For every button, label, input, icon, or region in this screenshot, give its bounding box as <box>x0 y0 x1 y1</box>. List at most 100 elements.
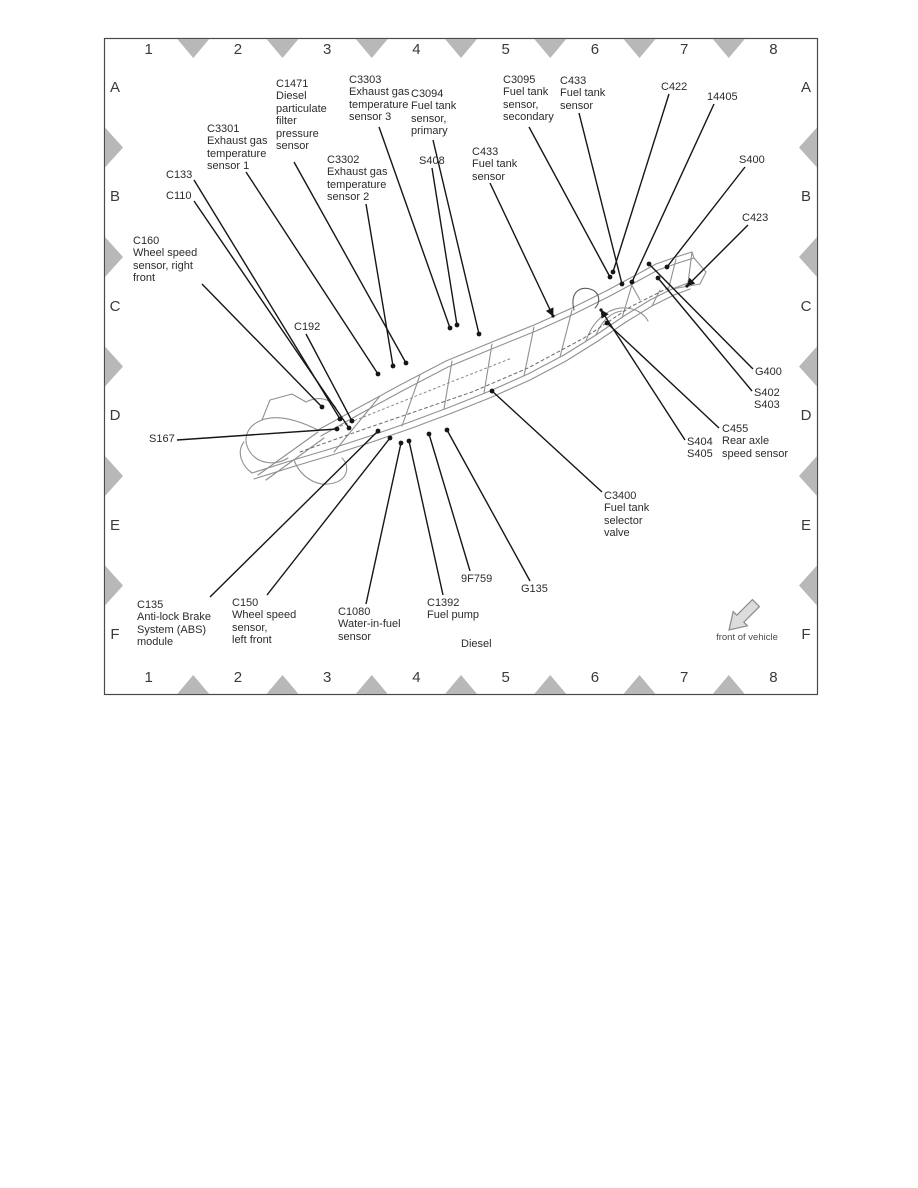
connector-point-C3301 <box>375 371 381 377</box>
grid-marker-bottom <box>355 675 388 694</box>
front-suspension-detail <box>293 457 348 485</box>
diagram-border <box>103 37 819 696</box>
fuel-hose-loop <box>572 287 600 311</box>
truck-frame-illustration <box>239 251 707 485</box>
connector-point-9F759 <box>426 431 432 437</box>
frame-far-rail-inner <box>320 257 695 437</box>
grid-row-label-right-E: E <box>800 516 811 534</box>
leader-line-C433-mid <box>489 182 554 317</box>
callout-C3094: C3094 Fuel tank sensor, primary <box>411 88 457 138</box>
connector-point-C3094 <box>476 331 482 337</box>
grid-marker-bottom <box>445 675 477 694</box>
connector-point-C455 <box>604 320 610 326</box>
leader-line-C422 <box>612 93 670 273</box>
grid-marker-bottom <box>712 675 745 694</box>
grid-column-label-top-2: 2 <box>233 41 243 58</box>
connector-point-C1080 <box>398 440 404 446</box>
leader-line-C160 <box>201 283 323 408</box>
grid-row-label-left-D: D <box>109 407 121 425</box>
grid-column-label-bottom-4: 4 <box>412 669 421 686</box>
grid-row-label-left-E: E <box>109 516 120 534</box>
grid-column-label-bottom-1: 1 <box>144 669 153 686</box>
callout-C133: C133 <box>166 169 193 181</box>
frame-near-rail-inner <box>253 288 691 480</box>
front-end-detail <box>245 417 319 464</box>
leader-line-C1392 <box>408 440 444 596</box>
connector-point-G135 <box>444 427 450 433</box>
callout-14405: 14405 <box>707 91 738 103</box>
leader-line-C455 <box>606 322 720 429</box>
rear-spring-detail <box>629 281 661 307</box>
rear-axle-kickup <box>585 307 649 342</box>
grid-marker-left <box>105 565 123 606</box>
grid-column-label-bottom-3: 3 <box>322 669 332 686</box>
front-end-detail <box>239 441 253 474</box>
variant-note: Diesel <box>461 638 492 650</box>
connector-point-C150 <box>387 435 393 441</box>
grid-column-label-top-3: 3 <box>322 41 332 58</box>
connector-point-C1392 <box>406 438 412 444</box>
grid-column-label-bottom-8: 8 <box>769 669 778 686</box>
callout-C1392: C1392 Fuel pump <box>427 597 479 622</box>
callout-C3303: C3303 Exhaust gas temperature sensor 3 <box>349 74 410 124</box>
leader-line-G135 <box>446 429 531 582</box>
grid-marker-right <box>799 346 817 387</box>
leader-line-C1080 <box>365 442 402 605</box>
grid-column-label-bottom-2: 2 <box>233 669 243 686</box>
leader-line-C423 <box>686 224 749 287</box>
grid-column-label-top-4: 4 <box>412 41 421 58</box>
leader-line-S400 <box>666 166 746 268</box>
callout-S400: S400 <box>739 154 765 166</box>
callout-C3302: C3302 Exhaust gas temperature sensor 2 <box>327 154 388 204</box>
connector-point-C422 <box>610 269 616 275</box>
wiring-harness-branch <box>335 357 513 429</box>
connector-point-C433-mid <box>551 314 555 318</box>
callout-C422: C422 <box>661 81 688 93</box>
grid-column-label-bottom-6: 6 <box>590 669 600 686</box>
leader-line-C3095 <box>528 126 611 278</box>
grid-marker-bottom <box>534 675 567 694</box>
connector-point-C160 <box>319 404 325 410</box>
connector-point-S408 <box>454 322 460 328</box>
connector-point-S167 <box>334 426 340 432</box>
callout-C3095: C3095 Fuel tank sensor, secondary <box>503 74 554 124</box>
leader-line-9F759 <box>428 433 471 572</box>
leader-line-C3303 <box>378 126 451 329</box>
grid-row-label-left-F: F <box>110 626 120 644</box>
callout-C1471: C1471 Diesel particulate filter pressure… <box>276 78 327 153</box>
callout-C433-mid: C433 Fuel tank sensor <box>472 146 518 183</box>
wiring-harness <box>299 287 669 453</box>
diagram-canvas <box>103 37 819 696</box>
connector-point-C423 <box>685 284 689 288</box>
grid-column-label-top-8: 8 <box>769 41 778 58</box>
grid-marker-left <box>105 237 123 277</box>
grid-marker-left <box>105 346 123 387</box>
grid-column-label-top-6: 6 <box>590 41 600 58</box>
callout-G135: G135 <box>521 583 548 595</box>
connector-point-C3302 <box>390 363 396 369</box>
grid-row-label-left-B: B <box>109 188 120 206</box>
leader-line-C150 <box>266 437 391 596</box>
callout-C455: C455 Rear axle speed sensor <box>722 423 789 460</box>
connector-point-S400 <box>664 264 670 270</box>
callout-G400: G400 <box>755 366 782 378</box>
callout-C3400: C3400 Fuel tank selector valve <box>604 490 650 540</box>
grid-marker-right <box>799 237 817 277</box>
callout-S402-S403: S402 S403 <box>754 387 780 412</box>
grid-marker-top <box>177 39 210 58</box>
leader-line-C433-rear <box>578 112 623 285</box>
grid-row-label-right-C: C <box>800 297 812 315</box>
grid-column-label-bottom-5: 5 <box>501 669 510 686</box>
leader-line-C135 <box>209 430 379 598</box>
leader-line-C110 <box>193 200 350 429</box>
leader-line-C3400 <box>491 390 603 493</box>
grid-column-label-top-5: 5 <box>501 41 510 58</box>
callout-C110: C110 <box>166 190 192 202</box>
callout-C1080: C1080 Water-in-fuel sensor <box>338 606 401 643</box>
grid-section-markers <box>105 39 817 694</box>
grid-row-label-right-A: A <box>800 78 811 96</box>
connector-point-S404-S405 <box>599 308 603 312</box>
grid-column-label-bottom-7: 7 <box>679 669 689 686</box>
callout-C423: C423 <box>742 212 769 224</box>
